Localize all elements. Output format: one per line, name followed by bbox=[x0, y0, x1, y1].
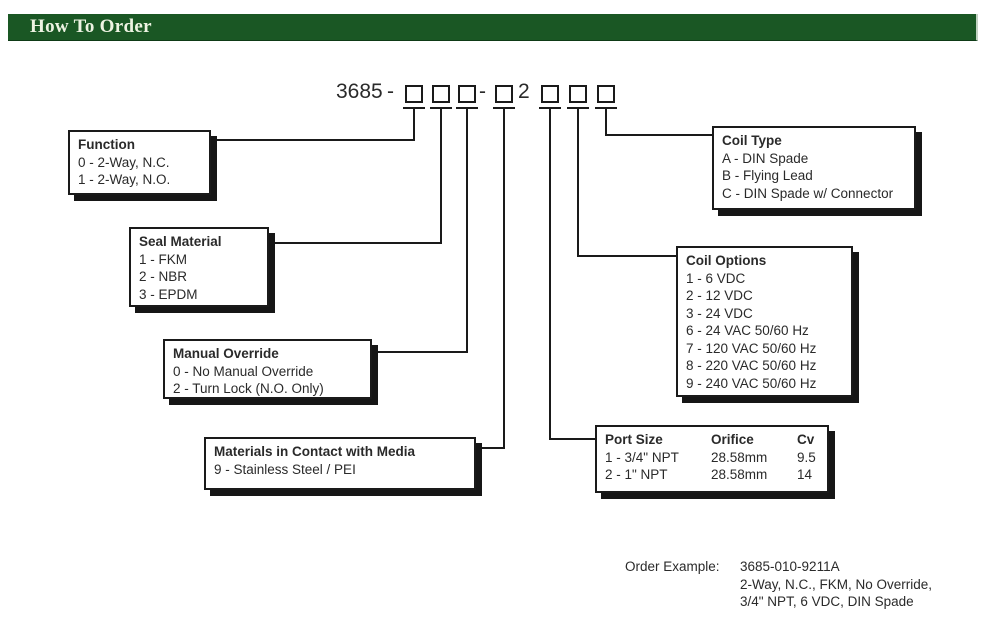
port-size-table: Port Size Orifice Cv 1 - 3/4" NPT 28.58m… bbox=[605, 431, 819, 484]
connector-manual-stem bbox=[466, 108, 468, 353]
connector-coil-options-arm bbox=[577, 255, 678, 257]
materials-box: Materials in Contact with Media 9 - Stai… bbox=[204, 437, 476, 490]
coil-type-option: A - DIN Spade bbox=[722, 150, 809, 166]
connector-seal-arm bbox=[268, 242, 442, 244]
seal-material-box-title: Seal Material bbox=[139, 234, 222, 249]
manual-override-option: 2 - Turn Lock (N.O. Only) bbox=[173, 381, 324, 396]
manual-override-box-title: Manual Override bbox=[173, 346, 279, 361]
connector-function-stem bbox=[413, 108, 415, 141]
orifice-header: Orifice bbox=[711, 432, 754, 447]
function-option: 0 - 2-Way, N.C. bbox=[78, 154, 170, 170]
coil-option: 8 - 220 VAC 50/60 Hz bbox=[686, 358, 817, 373]
function-box: Function 0 - 2-Way, N.C. 1 - 2-Way, N.O. bbox=[68, 130, 211, 195]
connector-materials-stem bbox=[503, 108, 505, 449]
connector-coil-type-arm bbox=[605, 134, 714, 136]
port-size-cell: 1 - 3/4" NPT bbox=[605, 449, 679, 465]
manual-override-box: Manual Override 0 - No Manual Override 2… bbox=[163, 339, 372, 399]
order-example-value: 3685-010-9211A 2-Way, N.C., FKM, No Over… bbox=[740, 558, 932, 611]
coil-option: 1 - 6 VDC bbox=[686, 270, 746, 286]
page-title: How To Order bbox=[30, 16, 152, 37]
coil-options-box-title: Coil Options bbox=[686, 253, 767, 268]
connector-port-size-stem bbox=[549, 108, 551, 440]
digit-box-coil-type bbox=[597, 85, 615, 103]
order-example-description-line: 3/4" NPT, 6 VDC, DIN Spade bbox=[740, 594, 914, 609]
coil-options-box: Coil Options 1 - 6 VDC 2 - 12 VDC 3 - 24… bbox=[676, 246, 853, 397]
order-example-label: Order Example: bbox=[625, 559, 720, 574]
coil-type-option: B - Flying Lead bbox=[722, 168, 813, 183]
seal-material-box: Seal Material 1 - FKM 2 - NBR 3 - EPDM bbox=[129, 227, 269, 307]
cv-cell: 9.5 bbox=[797, 449, 816, 465]
function-option: 1 - 2-Way, N.O. bbox=[78, 172, 171, 187]
connector-coil-options-stem bbox=[577, 108, 579, 257]
part-number-prefix: 3685 bbox=[336, 80, 383, 103]
materials-box-title: Materials in Contact with Media bbox=[214, 444, 416, 459]
connector-coil-type-stem bbox=[605, 108, 607, 136]
coil-type-box: Coil Type A - DIN Spade B - Flying Lead … bbox=[712, 126, 916, 210]
digit-box-materials bbox=[495, 85, 513, 103]
port-size-cell: 2 - 1" NPT bbox=[605, 467, 668, 482]
digit-box-seal-material bbox=[432, 85, 450, 103]
cv-cell: 14 bbox=[797, 467, 813, 482]
materials-option: 9 - Stainless Steel / PEI bbox=[214, 461, 356, 477]
connector-function-arm bbox=[210, 139, 415, 141]
connector-port-size-arm bbox=[549, 438, 597, 440]
seal-material-option: 3 - EPDM bbox=[139, 286, 198, 302]
seal-material-option: 1 - FKM bbox=[139, 251, 188, 267]
manual-override-option: 0 - No Manual Override bbox=[173, 363, 314, 379]
coil-option: 9 - 240 VAC 50/60 Hz bbox=[686, 375, 817, 391]
connector-materials-arm bbox=[475, 447, 505, 449]
port-size-box: Port Size Orifice Cv 1 - 3/4" NPT 28.58m… bbox=[595, 425, 829, 493]
digit-box-manual-override bbox=[458, 85, 476, 103]
connector-manual-arm bbox=[371, 351, 468, 353]
part-number-dash-2: - bbox=[479, 80, 486, 103]
port-size-header: Port Size bbox=[605, 432, 663, 447]
function-box-title: Function bbox=[78, 137, 135, 152]
header-bar: How To Order bbox=[8, 14, 978, 41]
part-number-dash-1: - bbox=[387, 80, 394, 103]
connector-seal-stem bbox=[440, 108, 442, 244]
coil-option: 3 - 24 VDC bbox=[686, 305, 753, 321]
coil-option: 7 - 120 VAC 50/60 Hz bbox=[686, 340, 817, 356]
coil-option: 6 - 24 VAC 50/60 Hz bbox=[686, 323, 809, 338]
coil-option: 2 - 12 VDC bbox=[686, 288, 753, 303]
seal-material-option: 2 - NBR bbox=[139, 269, 188, 284]
digit-box-coil-options bbox=[569, 85, 587, 103]
coil-type-option: C - DIN Spade w/ Connector bbox=[722, 185, 894, 201]
coil-type-box-title: Coil Type bbox=[722, 133, 782, 148]
digit-box-port-size bbox=[541, 85, 559, 103]
digit-box-function bbox=[405, 85, 423, 103]
orifice-cell: 28.58mm bbox=[711, 467, 768, 482]
orifice-cell: 28.58mm bbox=[711, 449, 768, 465]
cv-header: Cv bbox=[797, 432, 815, 447]
order-example-part-number: 3685-010-9211A bbox=[740, 559, 840, 574]
order-example-description-line: 2-Way, N.C., FKM, No Override, bbox=[740, 576, 933, 592]
part-number-fixed-digit: 2 bbox=[518, 80, 530, 103]
